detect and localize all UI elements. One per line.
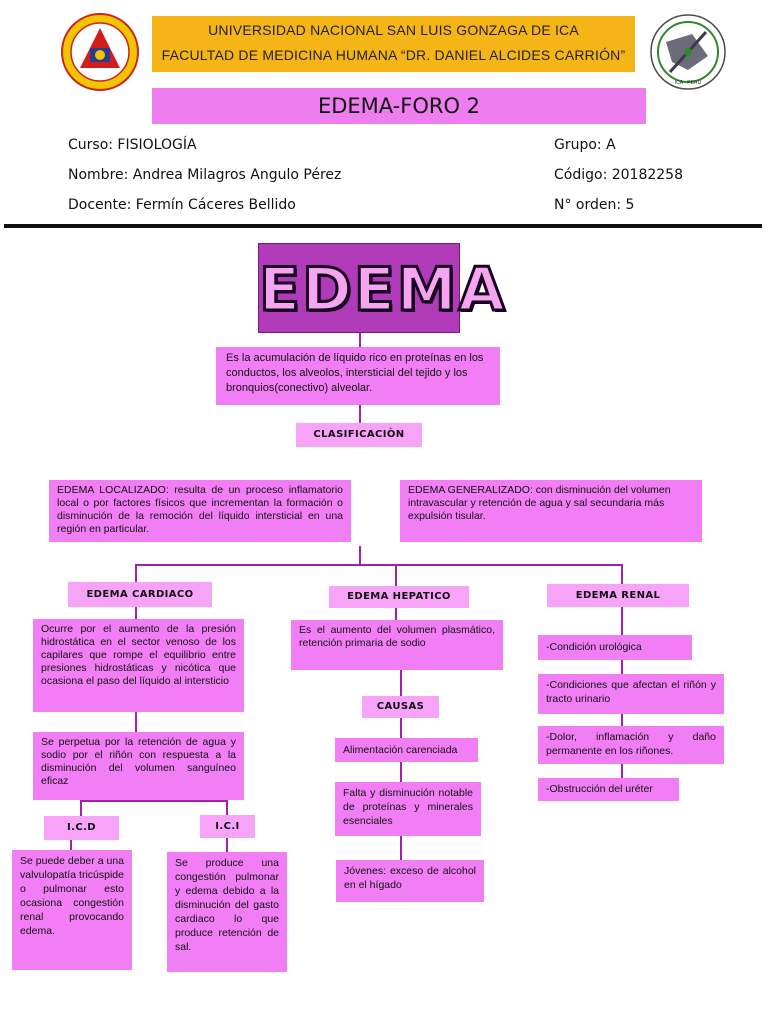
- icd-label: I.C.D: [44, 816, 119, 840]
- renal-item-2: -Condiciones que afectan el riñón y trac…: [538, 674, 724, 714]
- connector-banner-def: [359, 333, 361, 347]
- connector-c1-c2: [400, 762, 402, 782]
- renal-item-3: -Dolor, inflamación y daño permanente en…: [538, 726, 724, 764]
- info-codigo: Código: 20182258: [554, 167, 683, 183]
- causa-1: Alimentación carenciada: [335, 738, 478, 762]
- connector-to-icd: [80, 800, 82, 816]
- connector-to-ici: [226, 800, 228, 816]
- connector-causas-c1: [400, 718, 402, 738]
- definition-box: Es la acumulación de líquido rico en pro…: [216, 347, 500, 405]
- clasificacion-label: CLASIFICACIÒN: [296, 423, 422, 447]
- edema-banner: EDEMA: [258, 243, 506, 333]
- info-orden: N° orden: 5: [554, 197, 635, 213]
- hepatico-label: EDEMA HEPATICO: [329, 586, 469, 608]
- icd-box: Se puede deber a una valvulopatía tricús…: [12, 850, 132, 970]
- connector-card-split: [80, 800, 228, 802]
- connector-main-trunk: [359, 546, 361, 566]
- header-divider: [4, 224, 762, 228]
- causas-label: CAUSAS: [362, 696, 439, 718]
- connector-hep-desc: [395, 608, 397, 620]
- info-docente: Docente: Fermín Cáceres Bellido: [68, 197, 296, 213]
- generalizado-box: EDEMA GENERALIZADO: con disminución del …: [400, 480, 702, 542]
- connector-r2-r3: [621, 714, 623, 726]
- causa-2: Falta y disminución notable de proteínas…: [335, 782, 481, 836]
- connector-r1-r2: [621, 660, 623, 674]
- university-seal-logo: [60, 12, 140, 92]
- edema-banner-text: EDEMA: [258, 254, 507, 327]
- connector-horizontal: [135, 564, 623, 566]
- connector-hep-causas: [400, 670, 402, 696]
- cardiaco-label: EDEMA CARDIACO: [68, 582, 212, 607]
- faculty-name: FACULTAD DE MEDICINA HUMANA “DR. DANIEL …: [161, 47, 626, 63]
- renal-item-1: -Condición urológica: [538, 635, 692, 660]
- connector-icd-box: [70, 840, 72, 850]
- connector-r3-r4: [621, 764, 623, 778]
- connector-to-cardiaco: [135, 564, 137, 582]
- connector-card-desc2: [135, 712, 137, 732]
- cardiaco-desc-2: Se perpetua por la retención de agua y s…: [33, 732, 244, 800]
- info-nombre: Nombre: Andrea Milagros Angulo Pérez: [68, 167, 342, 183]
- connector-renal-r1: [621, 607, 623, 635]
- renal-label: EDEMA RENAL: [547, 584, 689, 607]
- causa-3: Jóvenes: exceso de alcohol en el hígado: [336, 860, 484, 902]
- connector-ici-box: [226, 838, 228, 852]
- faculty-seal-logo: ICA - PERÚ: [648, 12, 728, 92]
- connector-to-hepatico: [395, 564, 397, 586]
- university-name: UNIVERSIDAD NACIONAL SAN LUIS GONZAGA DE…: [208, 22, 579, 38]
- connector-card-desc: [135, 607, 137, 619]
- hepatico-desc: Es el aumento del volumen plasmático, re…: [291, 620, 503, 670]
- document-title: EDEMA-FORO 2: [152, 88, 646, 124]
- ici-box: Se produce una congestión pulmonar y ede…: [167, 852, 287, 972]
- info-curso: Curso: FISIOLOGÍA: [68, 137, 197, 153]
- ici-label: I.C.I: [200, 815, 255, 838]
- logo-caption: ICA - PERÚ: [674, 80, 702, 86]
- cardiaco-desc-1: Ocurre por el aumento de la presión hidr…: [33, 619, 244, 712]
- connector-to-renal: [621, 564, 623, 584]
- connector-c2-c3: [400, 836, 402, 860]
- info-grupo: Grupo: A: [554, 137, 616, 153]
- localizado-box: EDEMA LOCALIZADO: resulta de un proceso …: [49, 480, 351, 542]
- header-bar: UNIVERSIDAD NACIONAL SAN LUIS GONZAGA DE…: [152, 16, 635, 72]
- connector-def-clasif: [359, 405, 361, 423]
- connector-card-split-v: [135, 800, 137, 802]
- renal-item-4: -Obstrucción del uréter: [538, 778, 679, 801]
